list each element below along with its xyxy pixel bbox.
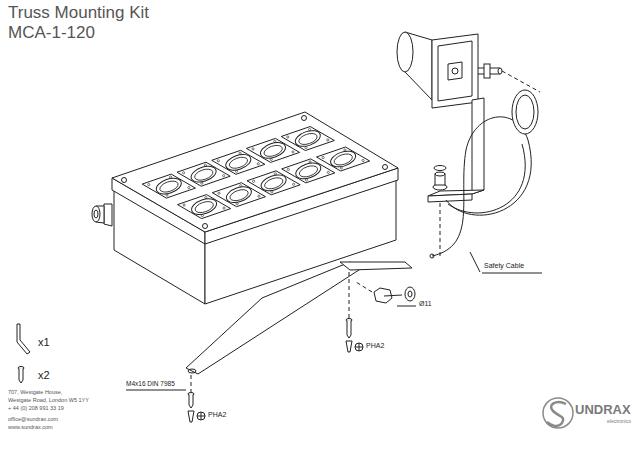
screw-spec: M4x16 DIN 7985 — [126, 380, 175, 387]
logo-text: UNDRAX — [575, 403, 631, 418]
model-number: MCA-1-120 — [8, 23, 95, 43]
tool-label: PHA2 — [366, 342, 384, 350]
parts-icons — [17, 324, 30, 383]
address-line: 707, Westgate House, — [8, 389, 62, 395]
logo-subtitle: electronics — [607, 419, 631, 425]
email: office@sundrax.com — [8, 416, 58, 422]
website: www.sundrax.com — [8, 424, 53, 430]
quantity: x1 — [38, 336, 50, 349]
xlr-sockets — [142, 127, 370, 219]
cable-gland — [92, 204, 112, 226]
screws — [126, 272, 416, 422]
dimension: Ø11 — [419, 300, 432, 308]
quantity: x2 — [38, 369, 50, 382]
company-logo — [543, 398, 573, 428]
address-line: Westgate Road, London W5 1YY — [8, 397, 89, 403]
hex-bolt — [356, 282, 415, 303]
truss-clamp — [397, 32, 540, 258]
phone-number: + 44 (0) 208 991 33 19 — [8, 405, 64, 411]
tool-label: PHA2 — [208, 411, 226, 419]
safety-cable — [430, 90, 542, 273]
connector-box — [112, 112, 398, 304]
title: Truss Mounting Kit — [8, 3, 149, 23]
part-label: Safety Cable — [484, 262, 524, 270]
